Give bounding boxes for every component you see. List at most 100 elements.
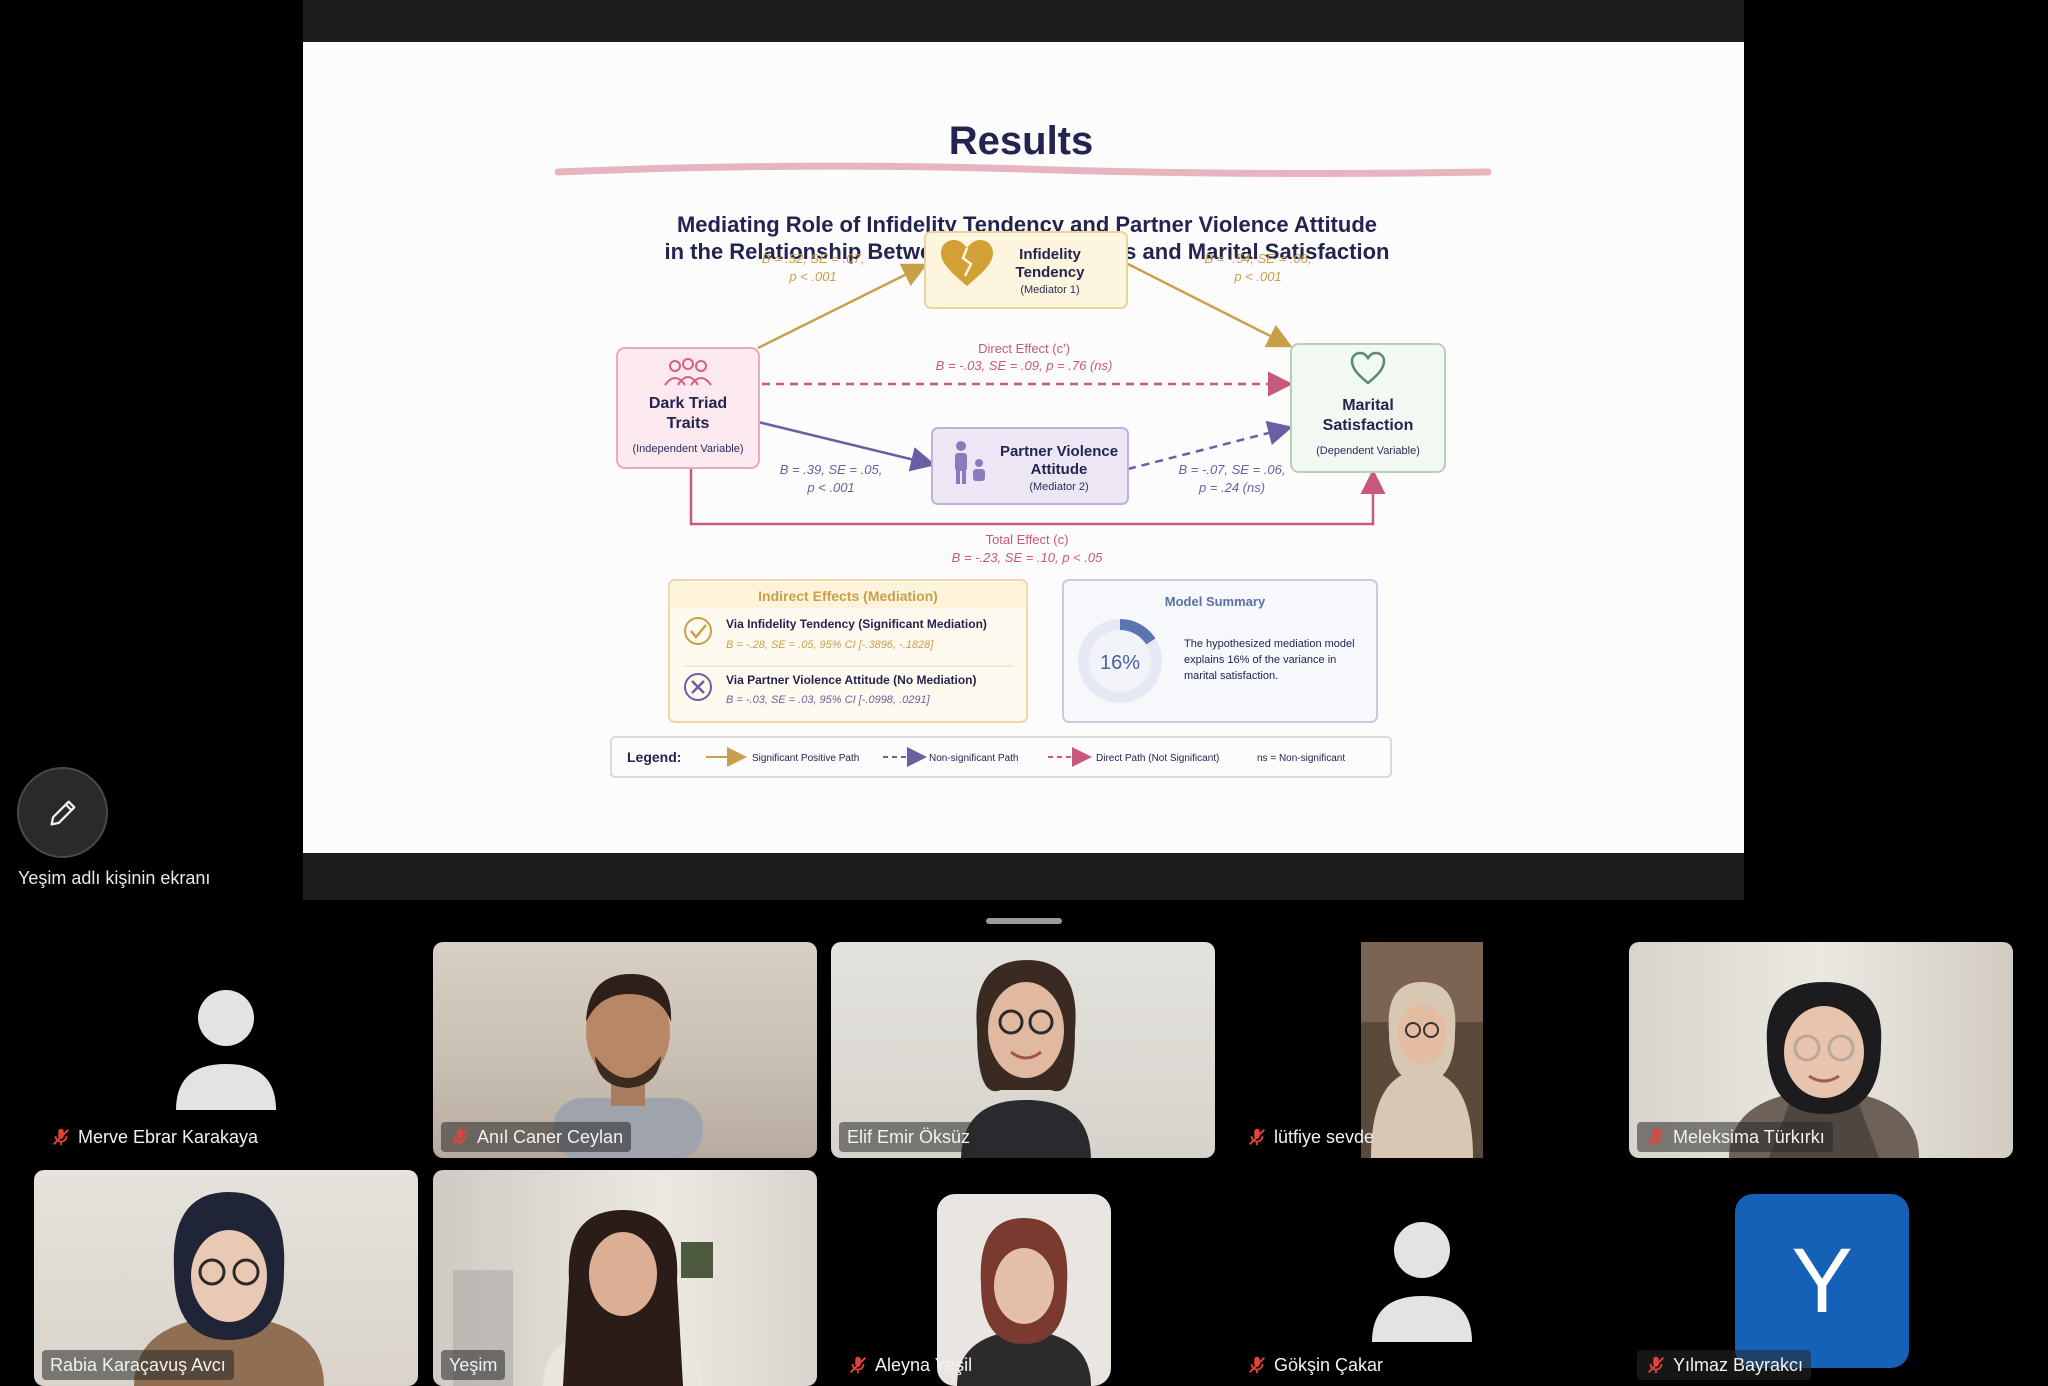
path-b2-label: B = -.07, SE = .06,: [1179, 462, 1286, 477]
participant-tile[interactable]: Merve Ebrar Karakaya: [34, 942, 418, 1158]
node-dark-triad-title2: Traits: [667, 415, 710, 432]
node-infidelity-role: (Mediator 1): [1020, 284, 1079, 296]
panel-resize-handle[interactable]: [986, 918, 1062, 924]
participant-video-feed: [1361, 942, 1483, 1158]
path-b2-p: p = .24 (ns): [1198, 480, 1265, 495]
pencil-icon: [50, 800, 75, 825]
default-avatar-icon: [1372, 1222, 1472, 1342]
path-b1-arrow: [1127, 262, 1293, 348]
participant-name: Meleksima Türkırkı: [1673, 1126, 1825, 1147]
participant-name: Gökşin Çakar: [1274, 1354, 1384, 1375]
participant-name: Elif Emir Öksüz: [847, 1126, 971, 1147]
legend-item2: Non-significant Path: [929, 753, 1019, 764]
indirect-item2-title: Via Partner Violence Attitude (No Mediat…: [726, 673, 976, 687]
model-summary-line2: explains 16% of the variance in: [1184, 654, 1336, 666]
participant-name: Aleyna Yeşil: [875, 1354, 973, 1375]
participant-name: Rabia Karaçavuş Avcı: [50, 1354, 226, 1375]
path-direct-stats: B = -.03, SE = .09, p = .76 (ns): [936, 358, 1113, 373]
participant-name-tag: Meleksima Türkırkı: [1637, 1122, 1833, 1152]
path-a1-arrow: [757, 263, 928, 350]
node-infidelity: Infidelity Tendency (Mediator 1): [924, 231, 1128, 309]
participant-tile[interactable]: Aleyna Yeşil: [831, 1170, 1215, 1386]
participant-tile[interactable]: Gökşin Çakar: [1230, 1170, 1614, 1386]
node-partner-violence: Partner Violence Attitude (Mediator 2): [931, 427, 1129, 505]
default-avatar-icon: [176, 990, 276, 1110]
indirect-heading: Indirect Effects (Mediation): [758, 588, 938, 604]
title-underline: [554, 162, 1492, 177]
node-marital-title1: Marital: [1342, 397, 1394, 414]
participant-video-feed: [937, 1194, 1111, 1386]
participant-video-feed: [961, 960, 1091, 1158]
legend-item1: Significant Positive Path: [752, 753, 859, 764]
avatar-letter: Y: [1791, 1229, 1853, 1332]
node-marital-role: (Dependent Variable): [1316, 445, 1420, 457]
x-circle-icon: [684, 673, 712, 701]
node-infidelity-title2: Tendency: [1016, 264, 1086, 281]
node-dark-triad: Dark Triad Traits (Independent Variable): [616, 347, 760, 469]
participant-name-tag: Rabia Karaçavuş Avcı: [42, 1350, 234, 1380]
mic-muted-icon: [1647, 1356, 1665, 1374]
path-total-title: Total Effect (c): [986, 532, 1069, 547]
legend: Legend: Significant Positive Path Non-si…: [610, 736, 1392, 778]
indirect-effects-box: Indirect Effects (Mediation) Via Infidel…: [668, 579, 1028, 723]
path-total-arrow: [689, 468, 1386, 526]
avatar: Y: [1735, 1194, 1909, 1368]
participant-name: Yılmaz Bayrakcı: [1673, 1354, 1804, 1375]
participant-tile[interactable]: Meleksima Türkırkı: [1629, 942, 2013, 1158]
model-summary-percent: 16%: [1100, 652, 1140, 674]
legend-item4: ns = Non-significant: [1257, 753, 1345, 764]
check-icon: [684, 617, 712, 645]
participant-name-tag: lütfiye sevde: [1238, 1122, 1382, 1152]
participant-tile[interactable]: Elif Emir Öksüz: [831, 942, 1215, 1158]
participant-name-tag: Merve Ebrar Karakaya: [42, 1122, 266, 1152]
model-summary-heading: Model Summary: [1165, 594, 1266, 609]
node-violence-title1: Partner Violence: [1000, 443, 1118, 460]
mic-muted-icon: [1647, 1128, 1665, 1146]
path-b1-label: B = -.54, SE = .06,: [1205, 251, 1312, 266]
node-dark-triad-title1: Dark Triad: [649, 395, 727, 412]
mic-muted-icon: [1248, 1356, 1266, 1374]
participant-name-tag: Yeşim: [441, 1350, 506, 1380]
participant-tile[interactable]: Anıl Caner Ceylan: [433, 942, 817, 1158]
slide-canvas: Results Mediating Role of Infidelity Ten…: [554, 119, 1492, 778]
node-dark-triad-role: (Independent Variable): [632, 443, 743, 455]
participant-name: Yeşim: [449, 1354, 498, 1375]
participant-name-tag: Yılmaz Bayrakcı: [1637, 1350, 1812, 1380]
participant-name: lütfiye sevde: [1274, 1126, 1375, 1147]
node-infidelity-title1: Infidelity: [1019, 246, 1081, 263]
slide-title: Results: [949, 119, 1094, 163]
mic-muted-icon: [451, 1128, 469, 1146]
shared-slide: Results Mediating Role of Infidelity Ten…: [303, 42, 1744, 853]
node-violence-title2: Attitude: [1031, 461, 1088, 478]
participant-name-tag: Anıl Caner Ceylan: [441, 1122, 632, 1152]
heart-icon: [1350, 351, 1386, 385]
path-a2-label: B = .39, SE = .05,: [780, 462, 883, 477]
participant-name-tag: Aleyna Yeşil: [839, 1350, 980, 1380]
model-summary-line3: marital satisfaction.: [1184, 670, 1278, 682]
adult-child-icon: [955, 441, 985, 484]
annotate-button[interactable]: [17, 767, 108, 858]
path-b1-p: p < .001: [1233, 269, 1281, 284]
path-a1-label: B = .52, SE = .07,: [762, 251, 865, 266]
indirect-item1-title: Via Infidelity Tendency (Significant Med…: [726, 617, 987, 631]
legend-item3: Direct Path (Not Significant): [1096, 753, 1219, 764]
mic-muted-icon: [849, 1356, 867, 1374]
path-a2-p: p < .001: [806, 480, 854, 495]
participant-tile[interactable]: lütfiye sevde: [1230, 942, 1614, 1158]
participant-tile[interactable]: Yeşim: [433, 1170, 817, 1386]
participant-name-tag: Elif Emir Öksüz: [839, 1122, 979, 1152]
path-a1-p: p < .001: [788, 269, 836, 284]
mic-muted-icon: [52, 1128, 70, 1146]
mic-muted-icon: [1248, 1128, 1266, 1146]
node-marital-satisfaction: Marital Satisfaction (Dependent Variable…: [1290, 343, 1446, 473]
legend-label: Legend:: [627, 749, 681, 765]
participant-tile[interactable]: Y Yılmaz Bayrakcı: [1629, 1170, 2013, 1386]
participant-tile[interactable]: Rabia Karaçavuş Avcı: [34, 1170, 418, 1386]
participant-name-tag: Gökşin Çakar: [1238, 1350, 1391, 1380]
path-a2-arrow: [757, 420, 936, 472]
node-marital-title2: Satisfaction: [1323, 417, 1414, 434]
model-summary-box: Model Summary 16% The hypothesized media…: [1062, 579, 1378, 723]
node-violence-role: (Mediator 2): [1029, 481, 1088, 493]
model-summary-line1: The hypothesized mediation model: [1184, 638, 1355, 650]
